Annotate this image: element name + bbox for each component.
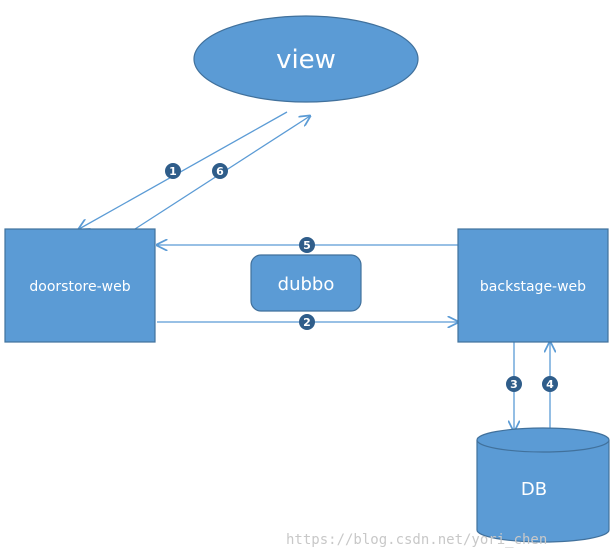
step-number: 4	[546, 378, 554, 391]
backstage-web-label: backstage-web	[480, 279, 586, 295]
step-badge-1: 1	[165, 163, 181, 179]
dubbo-label: dubbo	[278, 274, 335, 295]
step-number: 2	[303, 316, 311, 329]
step-badge-3: 3	[506, 376, 522, 392]
step-badge-4: 4	[542, 376, 558, 392]
view-label: view	[276, 45, 336, 75]
dubbo-node: dubbo	[250, 254, 362, 312]
step-badge-6: 6	[212, 163, 228, 179]
doorstore-web-label: doorstore-web	[29, 279, 130, 295]
db-node: DB	[476, 427, 610, 543]
step-badge-5: 5	[299, 237, 315, 253]
view-node: view	[193, 15, 419, 103]
db-label: DB	[521, 479, 547, 500]
step-badge-2: 2	[299, 314, 315, 330]
step-number: 1	[169, 165, 177, 178]
watermark: https://blog.csdn.net/yori_chen	[286, 532, 547, 548]
step-number: 5	[303, 239, 311, 252]
doorstore-web-node: doorstore-web	[4, 228, 156, 343]
backstage-web-node: backstage-web	[457, 228, 609, 343]
step-number: 3	[510, 378, 518, 391]
arrow-view-to-doorstore	[79, 111, 288, 229]
step-number: 6	[216, 165, 224, 178]
